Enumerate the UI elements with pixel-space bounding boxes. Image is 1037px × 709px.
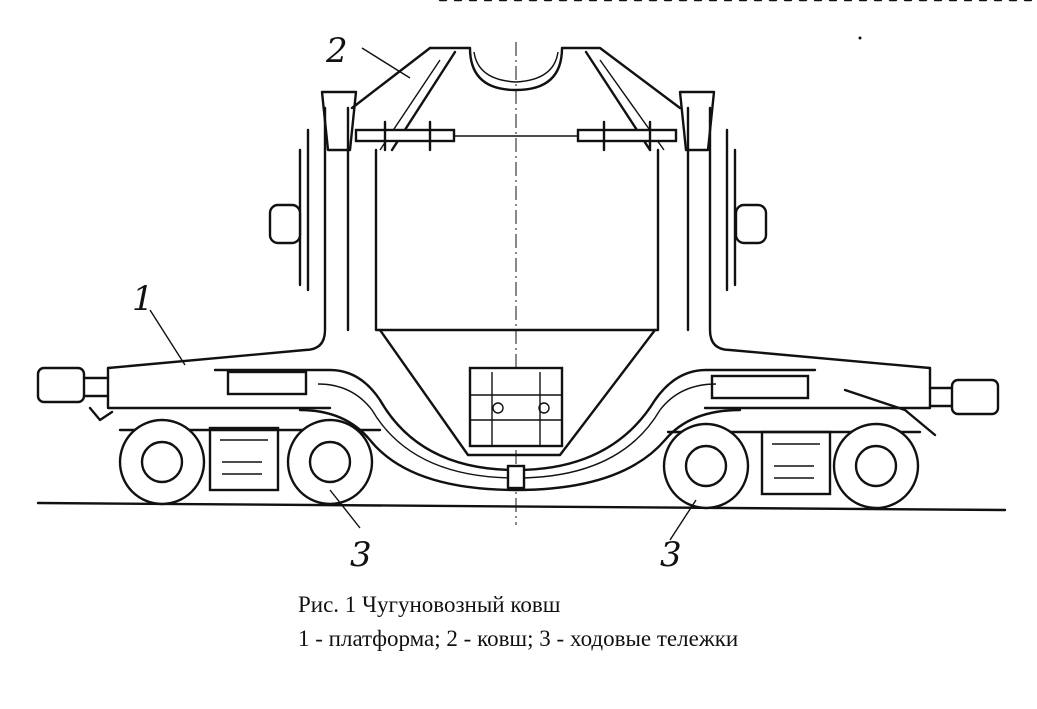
ladle-bottom (378, 328, 657, 457)
rail-line (36, 501, 1007, 512)
column-left-edge (298, 128, 310, 292)
coupler-head-left (36, 366, 86, 404)
center-pin (506, 464, 526, 490)
tap-bolt (492, 402, 504, 414)
wheel-hub (684, 444, 728, 488)
ladle-tap-block (468, 366, 564, 448)
column-left-cap (320, 90, 358, 152)
coupler-head-right (950, 378, 1000, 416)
wheel (118, 418, 206, 506)
column-right-cap (678, 90, 716, 152)
ladle (350, 46, 682, 457)
column-right-edge (725, 128, 737, 292)
platform (106, 90, 932, 492)
bogie-left-springs (220, 439, 268, 475)
trunnion-bar-right (576, 128, 678, 143)
ladle-body (374, 148, 660, 332)
ladle-rim-left (350, 46, 432, 110)
label-ladle: 2 (325, 31, 348, 71)
deck-left (106, 366, 332, 410)
wheel-hub (308, 440, 352, 484)
figure-caption-title: Рис. 1 Чугуновозный ковш (298, 592, 561, 617)
ladle-rim (428, 46, 682, 110)
wheel-hub (854, 444, 898, 488)
speck (858, 36, 862, 40)
wheel (832, 422, 920, 510)
coupler-left (36, 366, 114, 422)
coupler-shank-left (82, 376, 114, 422)
bogie-right-springs (772, 443, 820, 479)
tap-block-grid (470, 372, 562, 446)
wheel (662, 422, 750, 510)
leader-line-3-left (329, 489, 361, 529)
coupler-right (843, 378, 1000, 437)
deck-left-window (226, 370, 308, 396)
coupler-shank-right (843, 386, 954, 437)
trunnion-hub-left (268, 203, 302, 245)
trunnion-bar-left (354, 128, 456, 143)
bogie-left-frame (208, 426, 280, 492)
leader-line-3-right (669, 499, 697, 541)
tap-bolt (538, 402, 550, 414)
label-platform: 1 (132, 279, 154, 319)
bogie-left (118, 418, 382, 506)
deck-right (703, 366, 932, 410)
column-right (708, 106, 932, 370)
bogie-right-frame (760, 430, 832, 496)
wheel-hub (140, 440, 184, 484)
column-left (106, 106, 327, 370)
trunnion-hub-right (734, 203, 768, 245)
label-bogie-right: 3 (660, 535, 682, 575)
deck-right-window (710, 374, 810, 400)
wheel (286, 418, 374, 506)
leader-line-1 (149, 309, 186, 366)
leader-line-2 (361, 47, 411, 79)
label-bogie-left: 3 (350, 535, 372, 575)
figure-caption-legend: 1 - платформа; 2 - ковш; 3 - ходовые тел… (298, 626, 739, 651)
ladle-neck-inner (473, 51, 559, 83)
trunnion-ribs (383, 120, 652, 152)
bogie-right (662, 422, 922, 510)
